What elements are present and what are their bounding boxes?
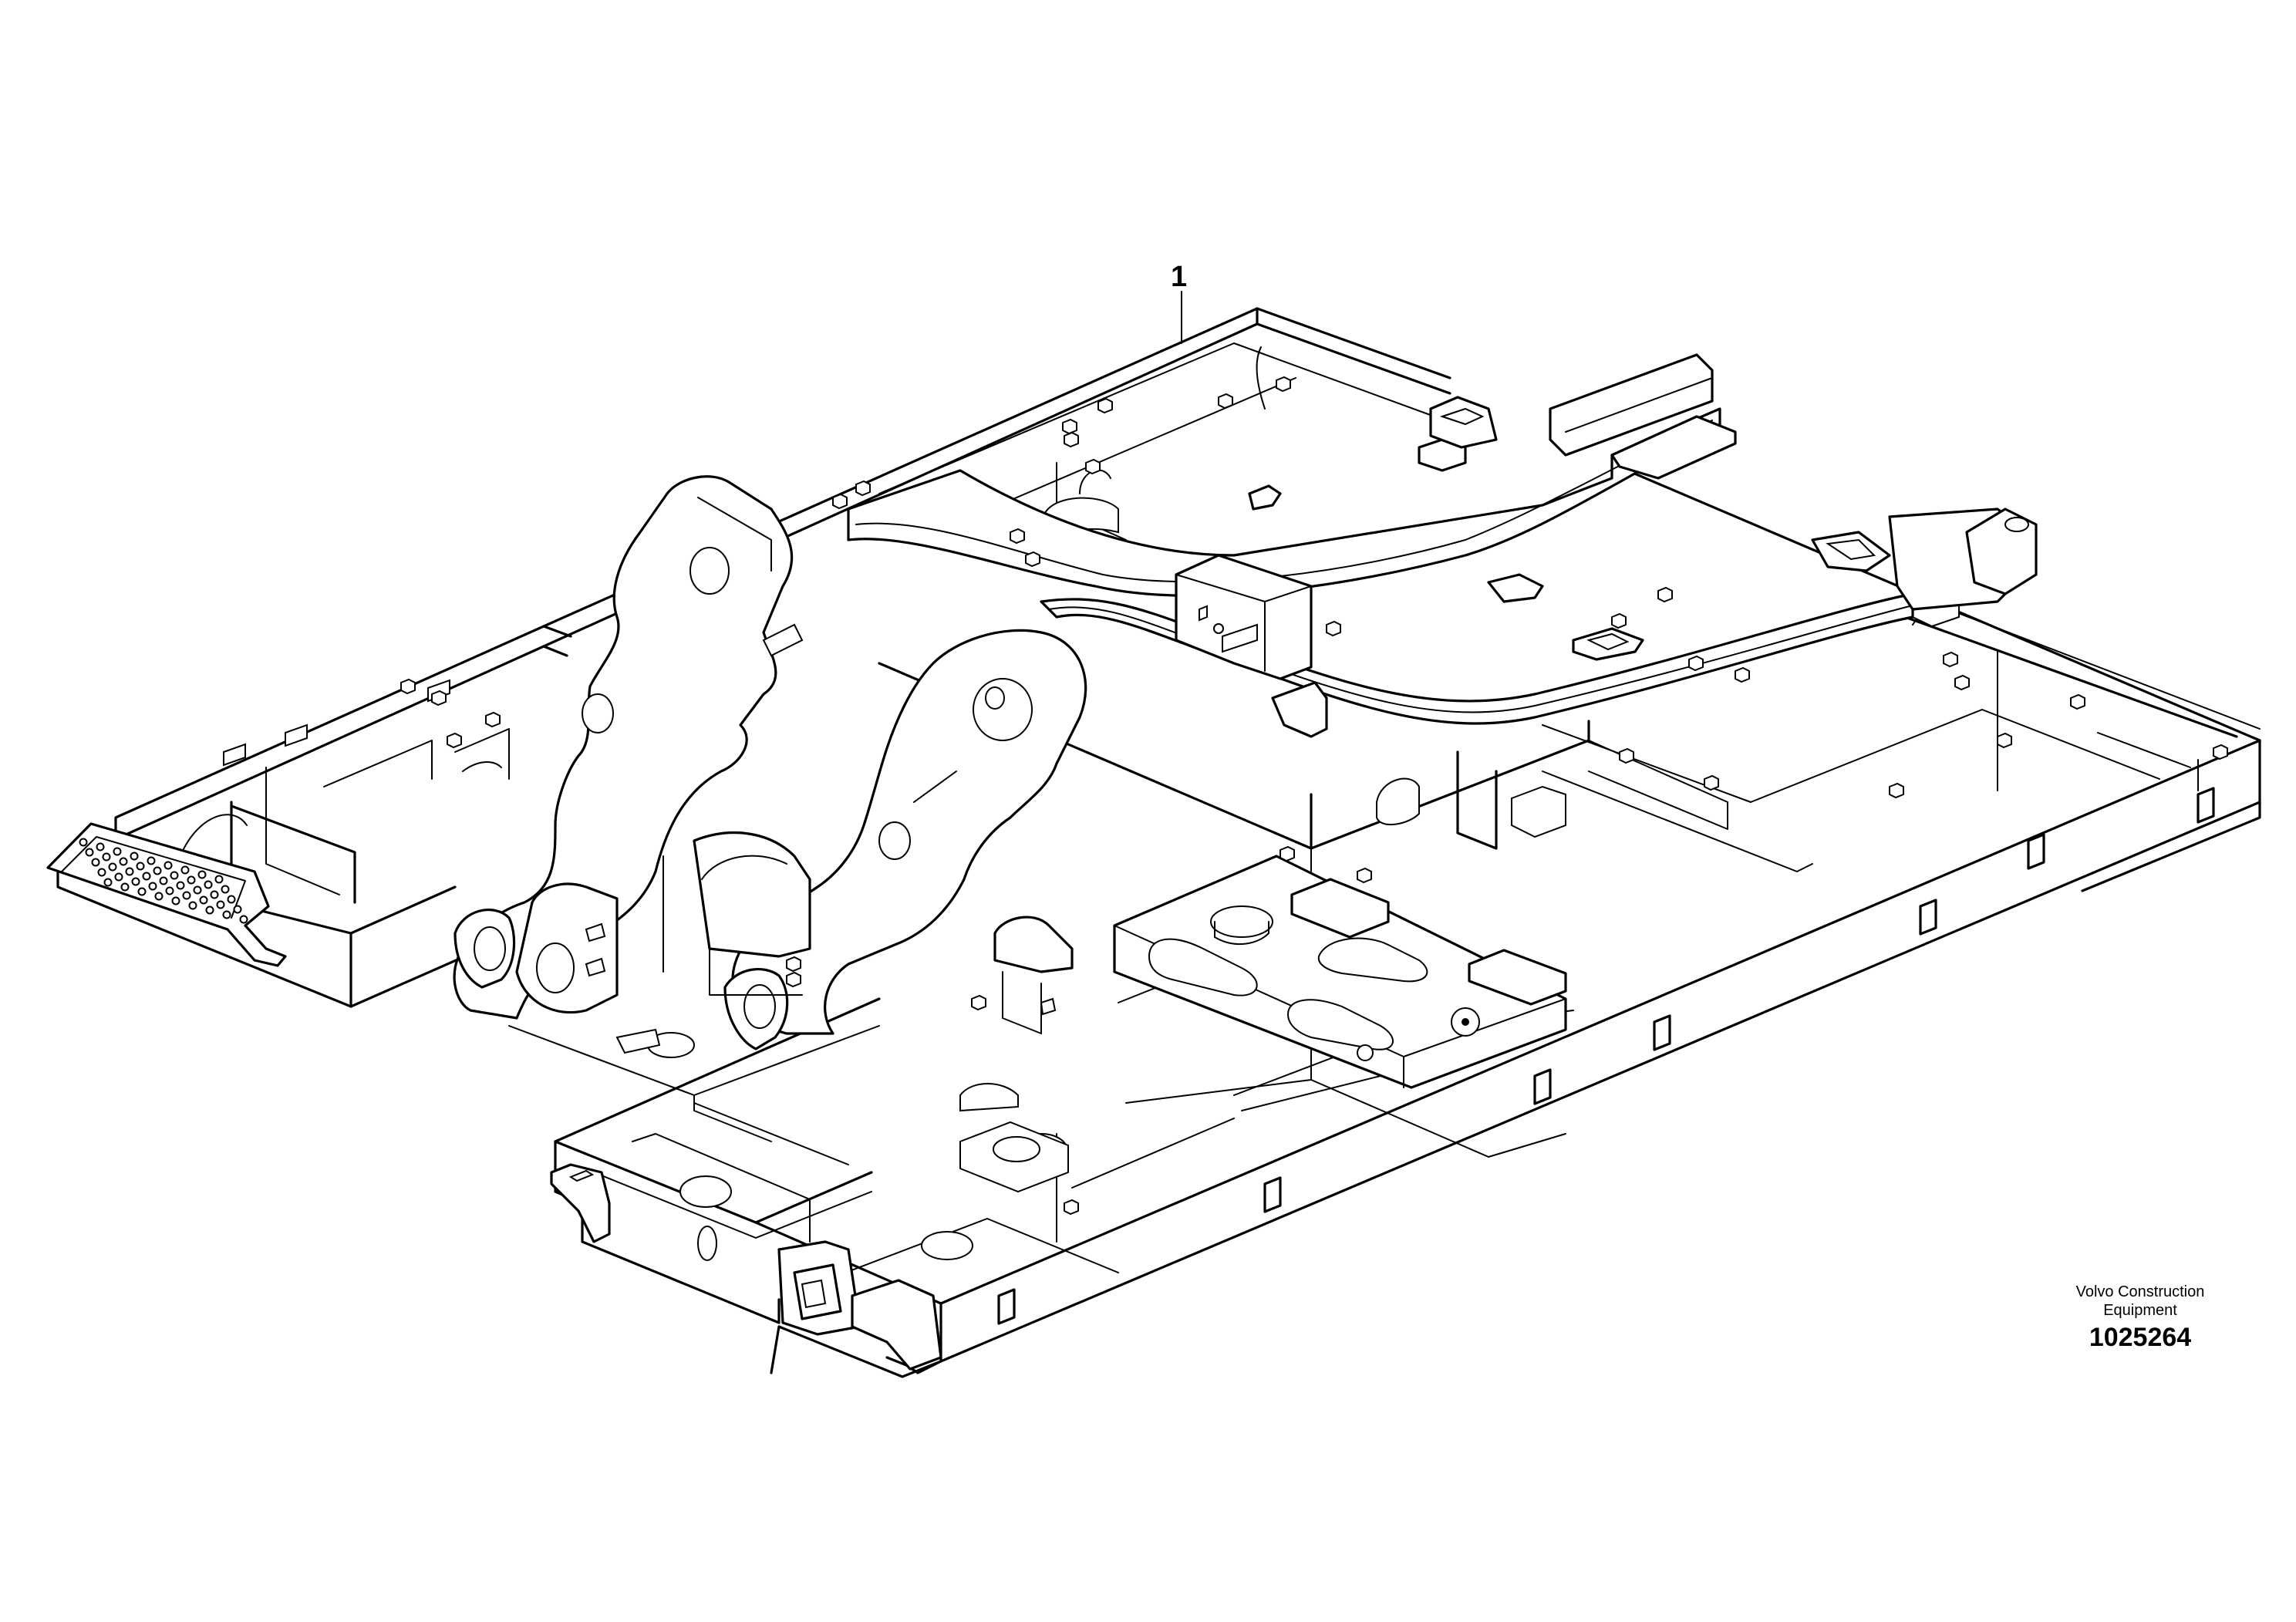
weld-nut <box>1954 674 1970 691</box>
manufacturer-line-2: Equipment <box>2103 1302 2177 1319</box>
weld-nut <box>1025 551 1040 568</box>
step-hole <box>182 891 191 900</box>
step-hole <box>119 857 128 866</box>
weld-nut <box>431 690 447 706</box>
step-hole <box>204 880 213 889</box>
manufacturer-line-1: Volvo Construction <box>2075 1283 2205 1300</box>
manufacturer-name: Volvo Construction Equipment <box>2036 1283 2244 1320</box>
weld-nut <box>971 994 986 1011</box>
front-frame <box>554 739 2261 1378</box>
weld-nut <box>832 493 848 510</box>
post-mounts <box>1429 396 1891 661</box>
step-hole <box>221 885 230 894</box>
step-hole <box>164 861 173 870</box>
step-hole <box>197 870 207 879</box>
step-hole <box>165 886 174 895</box>
weld-nut <box>1062 418 1077 435</box>
weld-nut <box>1619 747 1634 764</box>
bottom-crossbeam <box>508 1025 880 1142</box>
front-left-bracket <box>550 1163 611 1243</box>
step-hole <box>108 862 117 872</box>
step-hole <box>142 872 151 881</box>
step-hole <box>120 882 130 892</box>
weld-nut <box>1997 732 2012 749</box>
step-hole <box>233 905 242 914</box>
step-hole <box>180 865 190 875</box>
step-hole <box>102 852 111 862</box>
weld-nut <box>1064 431 1079 448</box>
weld-nut <box>1010 528 1025 545</box>
weld-nut <box>786 956 801 973</box>
weld-nut <box>400 678 416 695</box>
step-hole <box>193 885 202 895</box>
weld-nut <box>1357 867 1372 884</box>
step-hole <box>199 895 208 905</box>
cab-bracket <box>1175 554 1328 738</box>
step-hole <box>125 867 134 876</box>
weld-nut <box>1064 1199 1079 1216</box>
weld-nut <box>1326 620 1341 637</box>
step-hole <box>79 838 88 847</box>
boom-mount-right <box>723 629 1087 1050</box>
weld-nut <box>786 971 801 988</box>
step-hole <box>214 875 224 884</box>
callout-number: 1 <box>1171 261 1188 293</box>
step-hole <box>227 895 236 904</box>
step-hole <box>130 851 139 861</box>
boom-foot <box>993 916 1074 1034</box>
weld-nut <box>1943 651 1958 668</box>
slewing-block <box>1113 855 1567 1089</box>
rear-long-rail <box>1248 353 2038 611</box>
step-hole <box>147 856 156 865</box>
step-hole <box>113 847 122 856</box>
weld-nut <box>1704 774 1719 791</box>
weld-nuts <box>400 376 2228 1216</box>
weld-nut <box>1276 376 1291 393</box>
weld-nut <box>1889 782 1904 799</box>
step-hole <box>148 882 157 891</box>
step-hole <box>97 868 106 877</box>
weld-nut <box>1279 845 1295 862</box>
weld-nut <box>2070 693 2085 710</box>
weld-nut <box>1085 458 1101 475</box>
step-hole <box>170 871 179 880</box>
step-hole <box>136 862 145 871</box>
rear-cover <box>777 1240 942 1371</box>
weld-nut <box>1657 586 1673 603</box>
step-hole <box>154 892 164 901</box>
step-hole <box>137 887 147 896</box>
weld-nut <box>855 480 871 497</box>
illustration-number: 1025264 <box>2089 1323 2192 1352</box>
step-hole <box>103 878 113 887</box>
step-hole <box>239 915 248 924</box>
step-hole <box>176 881 185 890</box>
weld-nut <box>447 732 462 749</box>
weld-nut <box>485 711 501 728</box>
weld-nut <box>1735 666 1750 683</box>
step-hole <box>187 875 196 885</box>
step-hole <box>159 876 168 885</box>
step-hole <box>114 872 123 882</box>
boom-mount-left <box>453 475 804 1020</box>
step-hole <box>96 842 105 851</box>
boom-mount-inner <box>515 831 811 1014</box>
step-hole <box>171 896 180 905</box>
step-hole <box>153 866 162 875</box>
weld-nut <box>1688 655 1704 672</box>
step-hole <box>210 890 219 899</box>
side-tabs <box>997 787 2215 1325</box>
weld-nut <box>1218 393 1233 410</box>
step-hole <box>216 900 225 909</box>
step-hole <box>222 910 231 919</box>
step-hole <box>188 901 197 910</box>
weld-nut <box>1611 612 1627 629</box>
step-hole <box>131 877 140 886</box>
step-hole <box>91 858 100 867</box>
weld-nut <box>1097 397 1113 414</box>
step-hole <box>85 848 94 857</box>
step-plate-holes <box>79 838 248 924</box>
weld-nut <box>2213 744 2228 760</box>
step-hole <box>205 905 214 915</box>
